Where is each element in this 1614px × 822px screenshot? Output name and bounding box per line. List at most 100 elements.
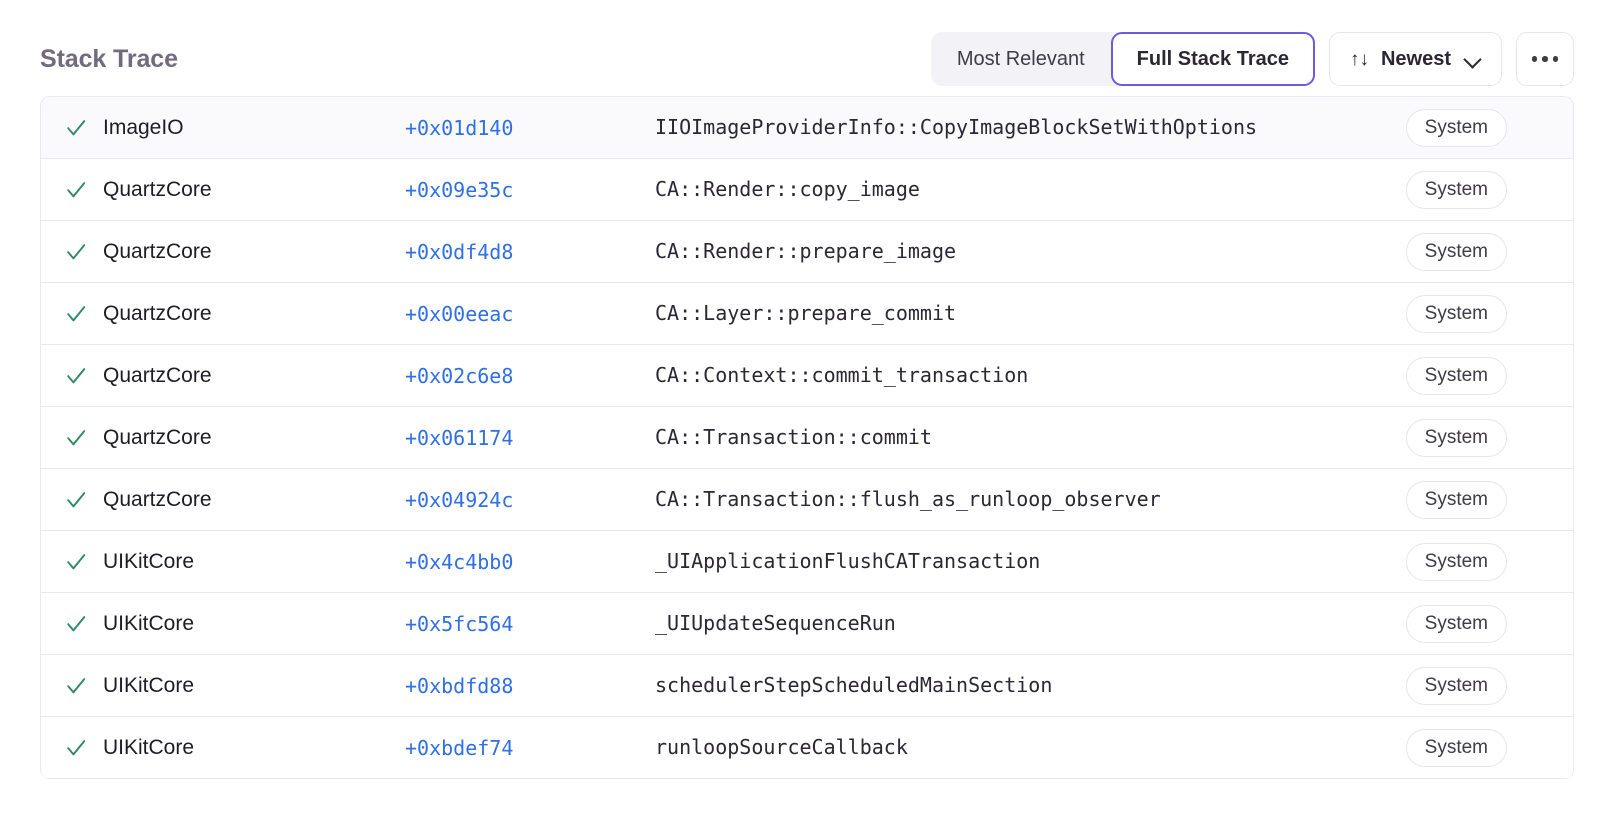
table-row[interactable]: QuartzCore +0x061174 CA::Transaction::comm… xyxy=(41,407,1573,469)
row-status-cell xyxy=(41,427,103,449)
module-name: QuartzCore xyxy=(103,425,212,449)
status-badge: System xyxy=(1405,480,1507,519)
badge-cell: System xyxy=(1367,480,1507,519)
status-badge: System xyxy=(1405,418,1507,457)
table-row[interactable]: QuartzCore +0x09e35c CA::Render::copy_imag… xyxy=(41,159,1573,221)
badge-cell: System xyxy=(1367,108,1507,147)
row-status-cell xyxy=(41,117,103,139)
address-offset-link[interactable]: +0x01d140 xyxy=(405,115,514,140)
tab-full-stack-trace[interactable]: Full Stack Trace xyxy=(1110,32,1315,86)
tab-most-relevant[interactable]: Most Relevant xyxy=(956,47,1085,70)
row-status-cell xyxy=(41,613,103,635)
check-icon xyxy=(67,615,86,631)
address-offset-link[interactable]: +0x02c6e8 xyxy=(405,363,514,388)
module-name: QuartzCore xyxy=(103,301,212,325)
panel-header: Stack Trace Most Relevant Full Stack Tra… xyxy=(0,0,1614,96)
status-badge: System xyxy=(1405,108,1507,147)
table-row[interactable]: UIKitCore +0xbdfd88 schedulerStepScheduled… xyxy=(41,655,1573,717)
address-offset-link[interactable]: +0x061174 xyxy=(405,425,514,450)
row-status-cell xyxy=(41,179,103,201)
address-offset-link[interactable]: +0x4c4bb0 xyxy=(405,549,514,574)
table-row[interactable]: QuartzCore +0x02c6e8 CA::Context::commit_t… xyxy=(41,345,1573,407)
check-icon xyxy=(67,429,86,445)
check-icon xyxy=(67,553,86,569)
address-offset-link[interactable]: +0xbdef74 xyxy=(405,735,514,760)
badge-cell: System xyxy=(1367,356,1507,395)
symbol-name: CA::Transaction::commit xyxy=(655,425,932,449)
badge-cell: System xyxy=(1367,542,1507,581)
table-row[interactable]: QuartzCore +0x04924c CA::Transaction::flus… xyxy=(41,469,1573,531)
address-offset-link[interactable]: +0x09e35c xyxy=(405,177,514,202)
ellipsis-icon xyxy=(1552,56,1559,62)
module-name: UIKitCore xyxy=(103,611,195,635)
symbol-name: IIOImageProviderInfo::CopyImageBlockSetW… xyxy=(655,115,1258,139)
row-status-cell xyxy=(41,241,103,263)
status-badge: System xyxy=(1405,542,1507,581)
check-icon xyxy=(67,305,86,321)
module-name: QuartzCore xyxy=(103,177,212,201)
status-badge: System xyxy=(1405,294,1507,333)
module-name: UIKitCore xyxy=(103,549,195,573)
address-offset-link[interactable]: +0x5fc564 xyxy=(405,611,514,636)
badge-cell: System xyxy=(1367,666,1507,705)
table-row[interactable]: UIKitCore +0x4c4bb0 _UIApplicationFlushCAT… xyxy=(41,531,1573,593)
symbol-name: _UIUpdateSequenceRun xyxy=(655,611,896,635)
check-icon xyxy=(67,491,86,507)
table-row[interactable]: QuartzCore +0x00eeac CA::Layer::prepare_co… xyxy=(41,283,1573,345)
row-status-cell xyxy=(41,551,103,573)
check-icon xyxy=(67,739,86,755)
ellipsis-icon xyxy=(1542,56,1548,62)
symbol-name: CA::Layer::prepare_commit xyxy=(655,301,957,325)
module-name: UIKitCore xyxy=(103,673,195,697)
check-icon xyxy=(67,367,86,383)
badge-cell: System xyxy=(1367,728,1507,767)
status-badge: System xyxy=(1405,356,1507,395)
overflow-menu-button[interactable] xyxy=(1516,32,1574,86)
address-offset-link[interactable]: +0x00eeac xyxy=(405,301,514,326)
symbol-name: runloopSourceCallback xyxy=(655,735,908,759)
table-row[interactable]: UIKitCore +0x5fc564 _UIUpdateSequenceRun Sy… xyxy=(41,593,1573,655)
module-name: QuartzCore xyxy=(103,487,212,511)
address-offset-link[interactable]: +0x04924c xyxy=(405,487,514,512)
symbol-name: CA::Context::commit_transaction xyxy=(655,363,1029,387)
status-badge: System xyxy=(1405,170,1507,209)
page-title: Stack Trace xyxy=(40,44,178,73)
module-name: QuartzCore xyxy=(103,363,212,387)
status-badge: System xyxy=(1405,666,1507,705)
badge-cell: System xyxy=(1367,170,1507,209)
ellipsis-icon xyxy=(1531,56,1538,62)
symbol-name: _UIApplicationFlushCATransaction xyxy=(655,549,1041,573)
sort-dropdown-label: Newest xyxy=(1380,47,1451,70)
row-status-cell xyxy=(41,675,103,697)
row-status-cell xyxy=(41,489,103,511)
row-status-cell xyxy=(41,303,103,325)
sort-dropdown[interactable]: ↑↓ Newest xyxy=(1328,32,1502,86)
check-icon xyxy=(67,677,86,693)
symbol-name: CA::Render::copy_image xyxy=(655,177,920,201)
table-row[interactable]: QuartzCore +0x0df4d8 CA::Render::prepare_i… xyxy=(41,221,1573,283)
address-offset-link[interactable]: +0x0df4d8 xyxy=(405,239,514,264)
status-badge: System xyxy=(1405,604,1507,643)
check-icon xyxy=(67,119,86,135)
symbol-name: CA::Render::prepare_image xyxy=(655,239,957,263)
badge-cell: System xyxy=(1367,232,1507,271)
symbol-name: schedulerStepScheduledMainSection xyxy=(655,673,1053,697)
check-icon xyxy=(67,181,86,197)
badge-cell: System xyxy=(1367,604,1507,643)
view-mode-segmented-control[interactable]: Most Relevant Full Stack Trace xyxy=(930,32,1315,86)
sort-arrows-icon: ↑↓ xyxy=(1349,48,1369,70)
check-icon xyxy=(67,243,86,259)
header-controls: Most Relevant Full Stack Trace ↑↓ Newest xyxy=(930,32,1574,86)
row-status-cell xyxy=(41,365,103,387)
module-name: QuartzCore xyxy=(103,239,212,263)
symbol-name: CA::Transaction::flush_as_runloop_observ… xyxy=(655,487,1161,511)
chevron-down-icon xyxy=(1465,51,1481,67)
badge-cell: System xyxy=(1367,294,1507,333)
status-badge: System xyxy=(1405,232,1507,271)
address-offset-link[interactable]: +0xbdfd88 xyxy=(405,673,514,698)
row-status-cell xyxy=(41,737,103,759)
